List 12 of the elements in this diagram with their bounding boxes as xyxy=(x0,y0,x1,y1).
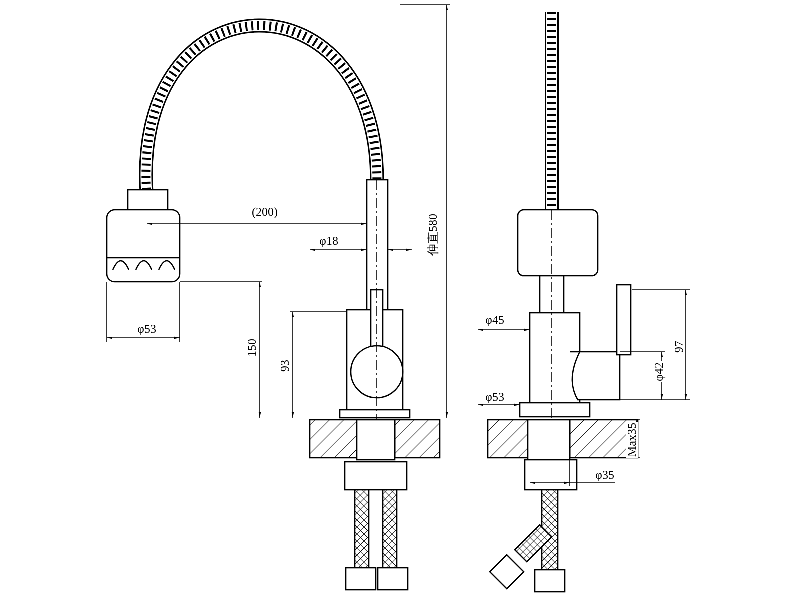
dimension-label: φ18 xyxy=(318,235,340,247)
dimension-label: Max35 xyxy=(626,422,638,458)
dimension-label: 150 xyxy=(246,338,258,358)
dimension-label: φ35 xyxy=(594,469,616,481)
dimension-label: 93 xyxy=(279,359,291,373)
dimension-label: φ53 xyxy=(136,323,158,335)
dimension-label: φ45 xyxy=(484,314,506,326)
dimension-label: φ42 xyxy=(653,362,665,382)
dimension-label: 伸直580 xyxy=(427,213,439,257)
dimension-label: φ53 xyxy=(484,391,506,403)
dimension-label: 97 xyxy=(673,340,685,354)
dimension-label: (200) xyxy=(251,206,279,218)
